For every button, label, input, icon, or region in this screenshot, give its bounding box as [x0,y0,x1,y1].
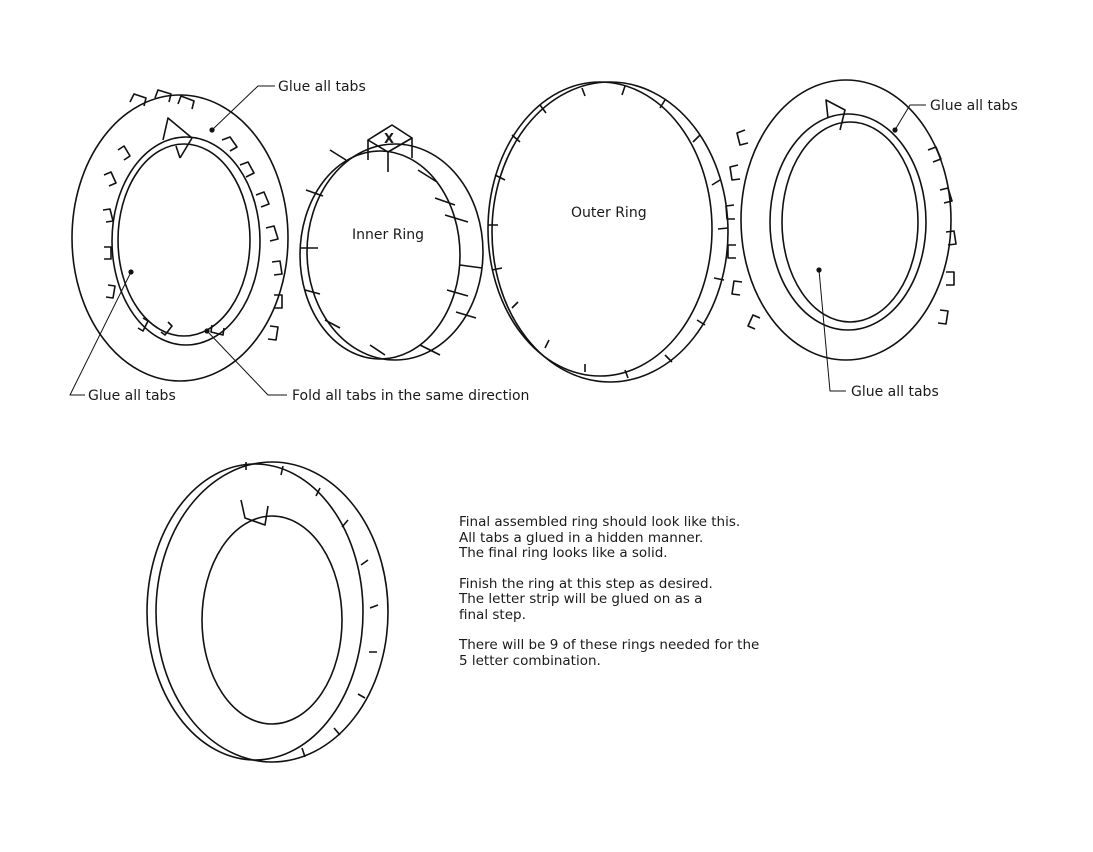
inner-ring [299,124,484,361]
label-glue-top-right: Glue all tabs [930,98,1018,114]
flat-ring-left [71,89,289,382]
label-glue-top-left: Glue all tabs [278,79,366,95]
leader-lines [69,85,926,396]
label-glue-bottom-right: Glue all tabs [851,384,939,400]
label-inner-ring: Inner Ring [352,227,424,243]
note-paragraph-2: Finish the ring at this step as desired.… [459,575,713,623]
label-fold-tabs: Fold all tabs in the same direction [292,388,529,404]
label-outer-ring: Outer Ring [571,205,647,221]
label-glue-bottom-left: Glue all tabs [88,388,176,404]
assembly-notes: Final assembled ring should look like th… [459,514,819,684]
outer-ring [487,81,729,383]
note-paragraph-3: There will be 9 of these rings needed fo… [459,637,760,669]
assembled-ring [146,461,389,763]
note-paragraph-1: Final assembled ring should look like th… [459,514,741,561]
flat-ring-right [725,79,957,361]
label-tab-mark: X [384,132,394,147]
